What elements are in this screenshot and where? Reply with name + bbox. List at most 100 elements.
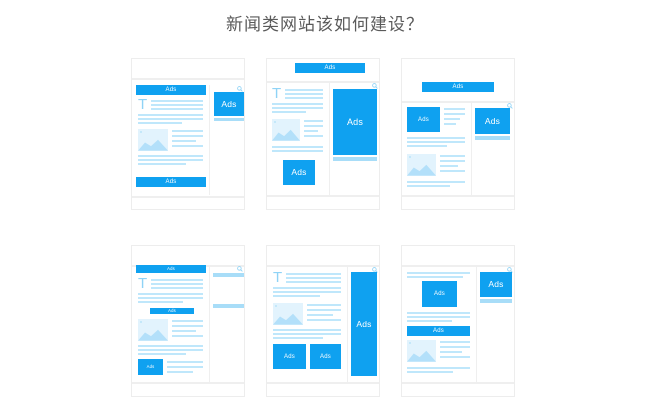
text-line [151,283,203,285]
text-line [172,135,203,137]
text-line [407,316,470,318]
article-dropcap: T [138,275,148,292]
text-line [272,111,306,113]
footer-band [402,382,514,384]
sidebar-widget-bar [333,157,377,161]
text-line [407,137,465,139]
footer-band [132,382,244,384]
content-band-top [267,265,379,267]
text-line [151,287,203,289]
text-line [407,371,453,373]
search-icon[interactable] [372,83,378,89]
text-line [304,135,323,137]
ad-sidebar-tall[interactable]: Ads [333,89,377,155]
text-line [138,122,182,124]
sidebar-widget-bar [214,118,244,121]
ad-bottom-left-box[interactable]: Ads [138,359,163,375]
search-icon[interactable] [372,267,378,273]
text-line [138,118,203,120]
search-icon[interactable] [237,266,243,272]
text-line [286,277,341,279]
ad-sidebar-full-height[interactable]: Ads [351,272,377,376]
sidebar-widget-bar [475,136,510,140]
ad-footer-box-left[interactable]: Ads [273,344,306,369]
ad-inline-banner[interactable]: Ads [407,326,470,336]
ad-header-banner[interactable]: Ads [295,63,365,73]
text-line [407,276,463,278]
text-line [307,314,333,316]
text-line [285,93,323,95]
column-divider [471,101,472,195]
text-line [138,301,183,303]
text-line [407,185,450,187]
text-line [272,146,323,148]
text-line [444,118,460,120]
text-line [440,346,470,348]
wireframe-card-layout-4[interactable]: Ads T Ads Ads [131,245,245,397]
text-line [172,140,196,142]
wireframe-card-layout-2[interactable]: Ads Ads T Ads [266,58,380,210]
text-line [285,97,323,99]
text-line [440,165,458,167]
article-image [138,129,168,151]
text-line [307,319,341,321]
column-divider [329,81,330,195]
sidebar-widget-bar [480,299,512,303]
footer-band [132,196,244,198]
article-image [273,303,303,325]
search-icon[interactable] [507,103,513,109]
ad-header-banner[interactable]: Ads [422,82,494,92]
text-line [172,335,203,337]
ad-inline-box[interactable]: Ads [283,160,315,185]
wireframe-card-layout-6[interactable]: Ads Ads Ads [401,245,515,397]
text-line [440,351,462,353]
text-line [273,337,323,339]
text-line [272,150,323,152]
footer-band [402,195,514,197]
ad-footer-box-right[interactable]: Ads [310,344,341,369]
text-line [138,293,203,295]
text-line [440,341,470,343]
ad-sidebar[interactable]: Ads [475,108,510,134]
ad-inline-left-box[interactable]: Ads [407,107,440,132]
text-line [167,371,193,373]
ad-sidebar[interactable]: Ads [480,272,512,297]
text-line [138,349,203,351]
wireframe-card-layout-5[interactable]: Ads T Ads Ads [266,245,380,397]
text-line [304,120,323,122]
text-line [172,130,203,132]
text-line [151,100,203,102]
ad-inline-box[interactable]: Ads [422,281,457,307]
article-dropcap: T [272,85,282,102]
text-line [167,361,203,363]
text-line [151,104,203,106]
ad-top-banner[interactable]: Ads [136,85,206,95]
text-line [172,320,203,322]
sidebar-widget-bar [213,304,244,308]
text-line [444,113,465,115]
search-icon[interactable] [507,267,513,273]
content-band-top [402,101,514,103]
wireframe-card-layout-1[interactable]: Ads Ads T Ads [131,58,245,210]
ad-footer-banner[interactable]: Ads [136,177,206,187]
column-divider [476,265,477,382]
search-icon[interactable] [237,86,243,92]
text-line [304,125,323,127]
text-line [304,130,318,132]
ad-inline-strip[interactable]: Ads [150,308,194,314]
text-line [273,295,320,297]
text-line [407,145,447,147]
text-line [407,181,465,183]
text-line [273,287,341,289]
sidebar-widget-bar [213,273,244,277]
text-line [407,367,470,369]
article-image [272,119,300,141]
ad-top-banner[interactable]: Ads [136,265,206,273]
text-line [444,108,465,110]
text-line [273,333,341,335]
text-line [172,325,203,327]
footer-band [267,195,379,197]
wireframe-card-layout-3[interactable]: Ads Ads Ads [401,58,515,210]
ad-sidebar[interactable]: Ads [214,92,244,116]
text-line [440,160,465,162]
